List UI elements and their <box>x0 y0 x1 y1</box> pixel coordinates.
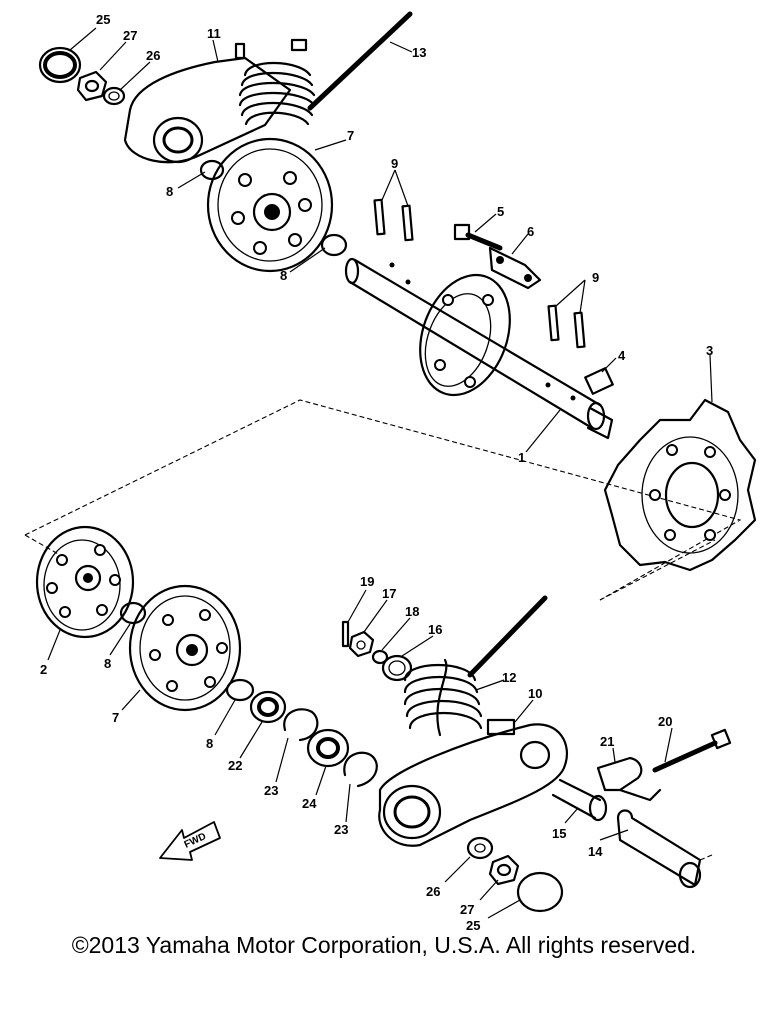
part-7-sprocket-wheel-bottom <box>128 584 242 712</box>
callout-19: 19 <box>360 574 374 589</box>
part-11-upper-arm <box>123 42 292 164</box>
callout-16: 16 <box>428 622 442 637</box>
part-24-bearing <box>306 728 350 768</box>
callout-21: 21 <box>600 734 614 749</box>
callout-18: 18 <box>405 604 419 619</box>
callout-24: 24 <box>302 796 317 811</box>
callout-13: 13 <box>412 45 426 60</box>
part-26-washer-top <box>102 86 126 106</box>
part-19-cotter-pin <box>341 620 350 648</box>
callout-12: 12 <box>502 670 516 685</box>
assembly-boundary <box>24 399 742 601</box>
callout-25-bottom: 25 <box>466 918 480 933</box>
callout-23-a: 23 <box>264 783 278 798</box>
exploded-parts-diagram: FWD 25 27 26 11 13 7 8 8 9 5 6 9 4 3 1 2 <box>24 11 757 933</box>
part-13-spring-rod <box>238 11 413 126</box>
callout-27-top: 27 <box>123 28 137 43</box>
callout-20: 20 <box>658 714 672 729</box>
callout-7-top: 7 <box>347 128 354 143</box>
callout-26-bottom: 26 <box>426 884 440 899</box>
callout-9-lower: 9 <box>592 270 599 285</box>
copyright-notice: ©2013 Yamaha Motor Corporation, U.S.A. A… <box>71 932 697 958</box>
part-20-bolt <box>652 728 732 773</box>
part-1-drive-shaft <box>344 257 614 440</box>
part-9-roll-pins-top <box>373 198 414 242</box>
part-27-nut-top <box>76 70 108 102</box>
part-9-roll-pins-lower <box>547 304 586 349</box>
part-8-washer-d <box>225 678 255 702</box>
part-23-circlip-b <box>343 751 378 788</box>
callout-27-bottom: 27 <box>460 902 474 917</box>
callout-26-top: 26 <box>146 48 160 63</box>
part-12-torsion-spring <box>403 595 548 737</box>
part-22-bearing <box>249 690 287 724</box>
callout-8-d: 8 <box>206 736 213 751</box>
part-21-bracket <box>596 756 662 802</box>
part-shaft-flange <box>419 273 511 397</box>
part-18-washer <box>371 649 389 665</box>
part-27-nut-bottom <box>488 854 520 886</box>
callout-15: 15 <box>552 826 566 841</box>
part-8-washer-a <box>199 159 225 181</box>
callout-11: 11 <box>207 26 221 41</box>
part-3-drive-sprocket <box>603 398 757 572</box>
part-8-washer-c <box>119 601 147 625</box>
part-15-sleeve <box>551 778 608 822</box>
callout-8-c: 8 <box>104 656 111 671</box>
part-2-hub-plate <box>35 525 135 639</box>
callout-6: 6 <box>527 224 534 239</box>
callout-7-bottom: 7 <box>112 710 119 725</box>
part-4-collar <box>584 367 614 395</box>
part-26-washer-bottom <box>466 836 494 860</box>
part-8-washer-b <box>320 233 348 257</box>
fwd-label: FWD <box>183 831 208 851</box>
part-17-nut <box>348 630 375 658</box>
callout-10: 10 <box>528 686 542 701</box>
callout-25-top: 25 <box>96 12 110 27</box>
callout-8-b: 8 <box>280 268 287 283</box>
callout-22: 22 <box>228 758 242 773</box>
part-5-bolt <box>453 223 503 251</box>
fwd-arrow: FWD <box>159 821 221 861</box>
callout-17: 17 <box>382 586 396 601</box>
callout-4: 4 <box>618 348 626 363</box>
part-14-shaft <box>616 809 713 889</box>
callout-23-b: 23 <box>334 822 348 837</box>
part-25-cap-bottom <box>516 871 564 913</box>
part-6-link-plate <box>488 246 542 290</box>
callout-2: 2 <box>40 662 47 677</box>
callout-8-a: 8 <box>166 184 173 199</box>
part-25-cap-top <box>38 46 82 84</box>
callout-3: 3 <box>706 343 713 358</box>
part-16-spring-washer <box>381 654 413 682</box>
part-10-lower-arm <box>378 718 568 847</box>
part-7-sprocket-wheel-top <box>206 137 334 273</box>
callout-14: 14 <box>588 844 603 859</box>
callout-9-top: 9 <box>391 156 398 171</box>
part-23-circlip-a <box>283 708 319 742</box>
callout-5: 5 <box>497 204 504 219</box>
callout-1: 1 <box>518 450 525 465</box>
